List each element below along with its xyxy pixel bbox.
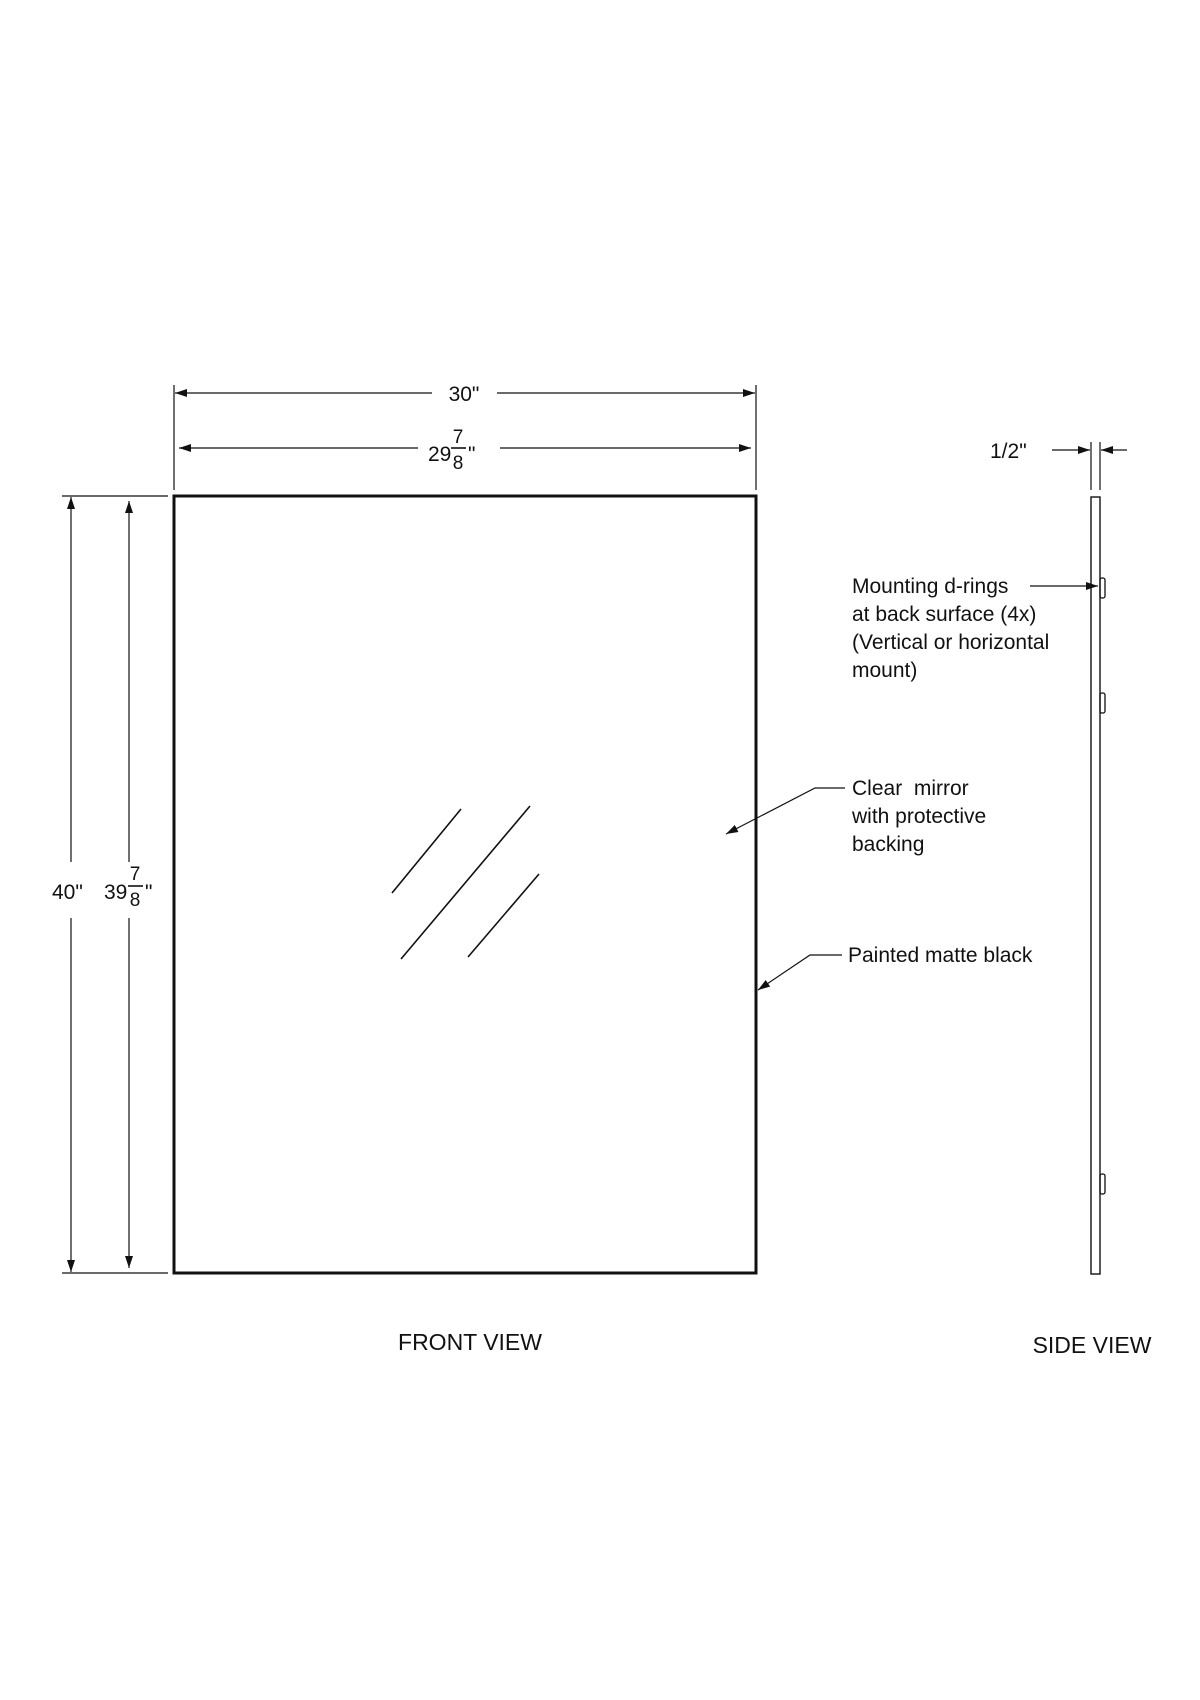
mirror-callout-leader xyxy=(725,787,845,835)
svg-text:8: 8 xyxy=(453,453,464,474)
svg-text:(Vertical or horizontal: (Vertical or horizontal xyxy=(852,631,1049,654)
d-ring xyxy=(1099,1173,1106,1195)
svg-text:with protective: with protective xyxy=(851,805,986,828)
side-view xyxy=(1030,442,1127,1275)
front-view xyxy=(62,385,845,1275)
svg-text:backing: backing xyxy=(852,833,924,856)
svg-text:29: 29 xyxy=(428,443,451,466)
frame-callout-leader xyxy=(757,954,842,991)
side-view-title: SIDE VIEW xyxy=(1033,1332,1152,1358)
svg-text:Clear mirror: Clear mirror xyxy=(852,777,969,800)
overall-height-label: 40" xyxy=(52,881,83,904)
reflection-glare-lines xyxy=(391,805,540,960)
d-ring xyxy=(1099,577,1106,599)
overall-width-label: 30" xyxy=(449,383,480,406)
svg-text:7: 7 xyxy=(130,864,141,885)
svg-text:mount): mount) xyxy=(852,659,917,682)
front-view-title: FRONT VIEW xyxy=(398,1329,542,1355)
svg-text:Mounting d-rings: Mounting d-rings xyxy=(852,575,1008,598)
svg-text:": " xyxy=(145,881,152,904)
glass-height-label: 39 7 8 " xyxy=(104,864,152,911)
thickness-extension-lines xyxy=(1090,442,1101,490)
d-ring-callout-text: Mounting d-rings at back surface (4x) (V… xyxy=(852,575,1049,682)
svg-text:": " xyxy=(468,443,475,466)
svg-text:39: 39 xyxy=(104,881,127,904)
d-ring xyxy=(1099,692,1106,714)
mirror-callout-text: Clear mirror with protective backing xyxy=(851,777,986,856)
svg-text:8: 8 xyxy=(130,890,141,911)
thickness-label: 1/2" xyxy=(990,440,1027,463)
svg-text:at back surface (4x): at back surface (4x) xyxy=(852,603,1036,626)
svg-text:7: 7 xyxy=(453,427,464,448)
height-extension-lines xyxy=(62,495,168,1274)
mirror-side-profile xyxy=(1090,496,1101,1275)
width-extension-lines xyxy=(173,385,757,490)
mirror-outline xyxy=(172,494,758,1275)
glass-width-label: 29 7 8 " xyxy=(428,427,475,474)
frame-callout-text: Painted matte black xyxy=(848,944,1033,967)
